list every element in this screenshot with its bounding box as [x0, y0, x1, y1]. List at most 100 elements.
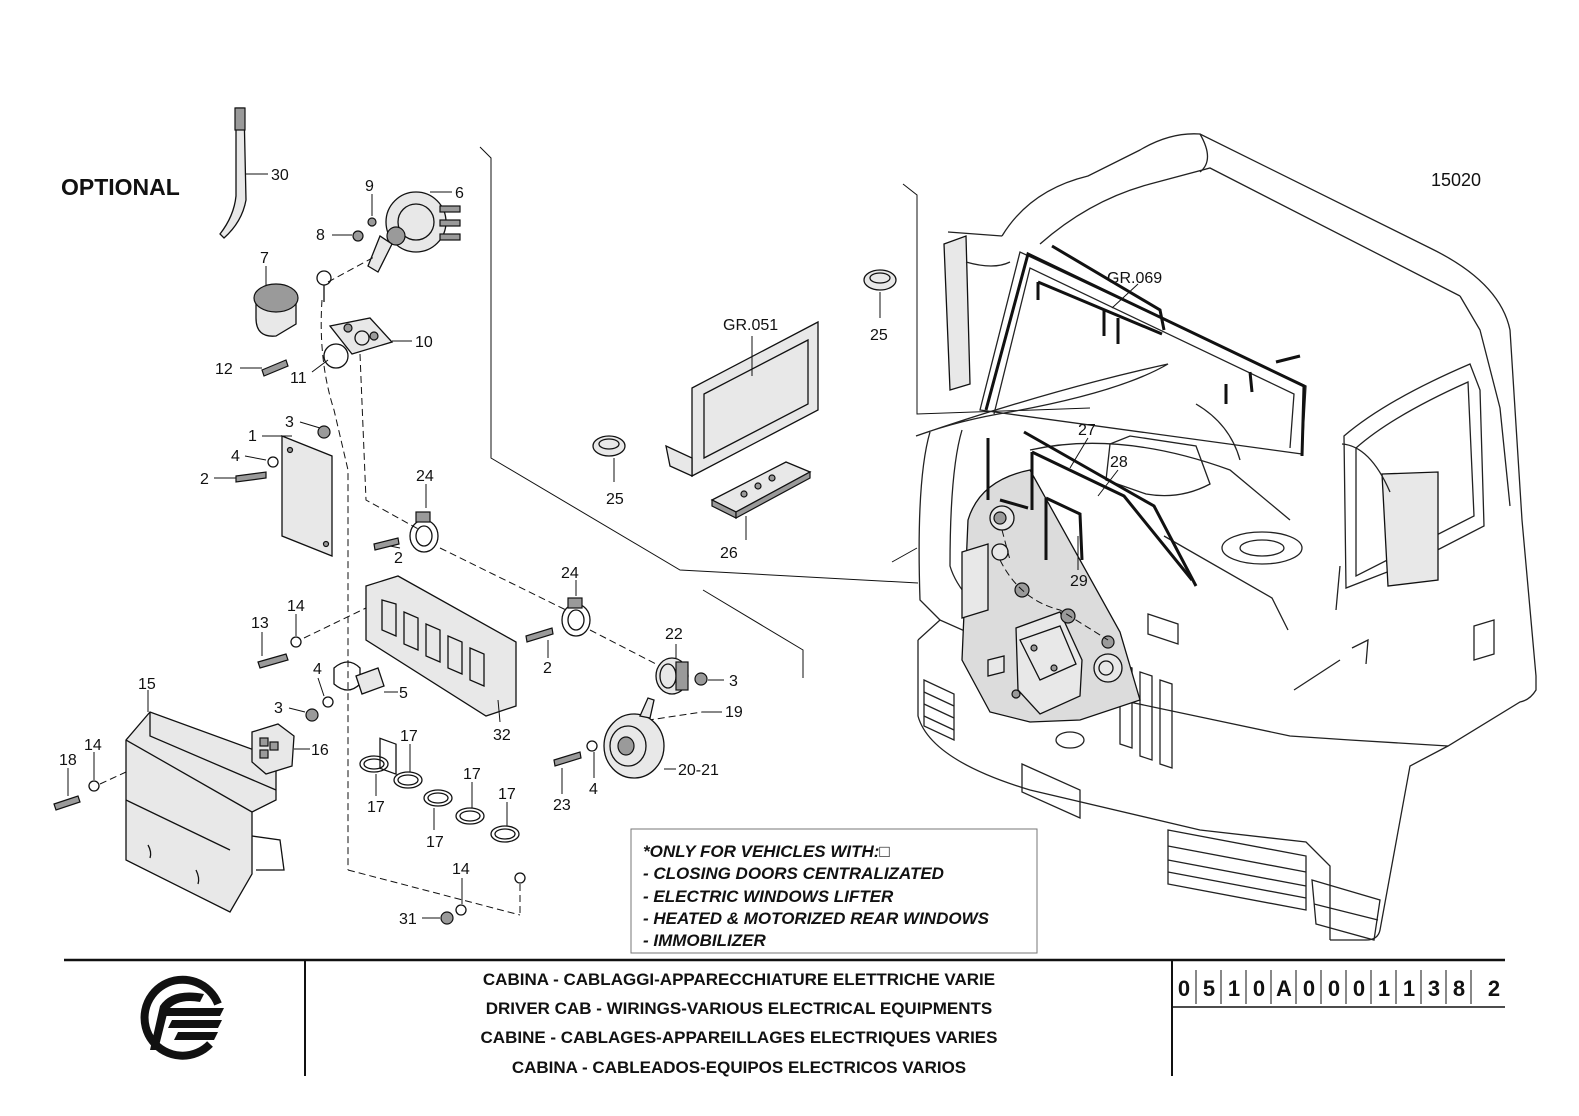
callout-8: 8 — [316, 227, 325, 244]
callout-3b: 3 — [274, 700, 283, 717]
note-item: - IMMOBILIZER — [643, 931, 766, 950]
control-module-plate — [214, 421, 333, 557]
connector-16 — [251, 723, 310, 775]
note-item: - CLOSING DOORS CENTRALIZATED — [643, 864, 944, 883]
callout-29: 29 — [1070, 573, 1088, 590]
callout-17e: 17 — [498, 786, 516, 803]
note-box — [630, 828, 1038, 954]
callout-28: 28 — [1110, 454, 1128, 471]
callout-25b: 25 — [870, 327, 888, 344]
callout-24a: 24 — [416, 468, 434, 485]
optional-label: OPTIONAL — [61, 174, 180, 200]
callout-7: 7 — [260, 250, 269, 267]
connector-22 — [635, 644, 724, 723]
callout-17b: 17 — [400, 728, 418, 745]
part-code-char: 1 — [1378, 976, 1390, 1001]
callout-19: 19 — [725, 704, 743, 721]
callout-4b: 4 — [313, 661, 322, 678]
cable-tie-part — [219, 107, 268, 239]
part-code-char: 0 — [1303, 976, 1315, 1001]
callout-17c: 17 — [426, 834, 444, 851]
company-logo — [140, 975, 224, 1060]
clamp-5 — [288, 661, 398, 722]
callout-2a: 2 — [200, 471, 209, 488]
grommet-25-b — [863, 269, 897, 318]
switch-26 — [710, 461, 812, 540]
callout-27: 27 — [1078, 422, 1096, 439]
callout-31: 31 — [399, 911, 417, 928]
callout-9: 9 — [365, 178, 374, 195]
projection-lines — [479, 146, 1091, 678]
callout-1: 1 — [248, 428, 257, 445]
part-code-char: 0 — [1253, 976, 1265, 1001]
o-rings-17 — [359, 744, 520, 843]
callout-2c: 2 — [543, 660, 552, 677]
nut-31 — [422, 872, 526, 925]
part-code-char: 1 — [1228, 976, 1240, 1001]
callout-13: 13 — [251, 615, 269, 632]
callout-17a: 17 — [367, 799, 385, 816]
part-code-char: 3 — [1428, 976, 1440, 1001]
note-item: - HEATED & MOTORIZED REAR WINDOWS — [643, 909, 990, 928]
callout-4a: 4 — [231, 448, 240, 465]
callout-14a: 14 — [287, 598, 305, 615]
callout-16: 16 — [311, 742, 329, 759]
callout-26: 26 — [720, 545, 738, 562]
callout-22: 22 — [665, 626, 683, 643]
callout-18: 18 — [59, 752, 77, 769]
grommet-25-a — [592, 435, 626, 482]
part-code-char: 0 — [1353, 976, 1365, 1001]
clamp-24-right — [525, 580, 657, 665]
callout-24b: 24 — [561, 565, 579, 582]
part-code-char: A — [1276, 976, 1292, 1001]
part-code: 0 5 1 0 A 0 0 0 1 1 3 8 2 — [1178, 976, 1500, 1001]
part-code-char: 2 — [1488, 976, 1500, 1001]
callout-11: 11 — [290, 370, 307, 387]
part-code-char: 5 — [1203, 976, 1215, 1001]
truck-cab-drawing — [915, 133, 1537, 941]
callout-15: 15 — [138, 676, 156, 693]
title-line-es: CABINA - CABLEADOS-EQUIPOS ELECTRICOS VA… — [512, 1058, 966, 1077]
title-block — [64, 958, 1505, 1076]
part-code-char: 1 — [1403, 976, 1415, 1001]
ecu-15 — [125, 690, 285, 913]
callout-20-21: 20-21 — [678, 762, 719, 779]
title-line-fr: CABINE - CABLAGES-APPAREILLAGES ELECTRIQ… — [481, 1028, 998, 1047]
screw-18 — [53, 752, 127, 811]
screw-13 — [257, 607, 367, 669]
bracket-part — [240, 317, 412, 377]
switch-panel-32 — [365, 575, 517, 776]
horn-20-21 — [553, 697, 676, 794]
knob-part — [253, 266, 299, 337]
note-item: - ELECTRIC WINDOWS LIFTER — [643, 887, 894, 906]
title-line-en: DRIVER CAB - WIRINGS-VARIOUS ELECTRICAL … — [486, 999, 993, 1018]
document-gr051 — [665, 320, 819, 478]
callout-17d: 17 — [463, 766, 481, 783]
callout-2b: 2 — [394, 550, 403, 567]
callout-3c: 3 — [729, 673, 738, 690]
callout-25a: 25 — [606, 491, 624, 508]
part-code-char: 8 — [1453, 976, 1465, 1001]
title-line-it: CABINA - CABLAGGI-APPARECCHIATURE ELETTR… — [483, 970, 995, 989]
callout-14c: 14 — [452, 861, 470, 878]
switch-assembly — [327, 191, 461, 283]
part-code-char: 0 — [1328, 976, 1340, 1001]
gr051-ref: GR.051 — [723, 317, 778, 334]
callout-10: 10 — [415, 334, 433, 351]
callout-23: 23 — [553, 797, 571, 814]
part-code-char: 0 — [1178, 976, 1190, 1001]
callout-5: 5 — [399, 685, 408, 702]
code-cells — [1195, 970, 1472, 1004]
note-heading: *ONLY FOR VEHICLES WITH:□ — [643, 842, 890, 861]
callout-14b: 14 — [84, 737, 102, 754]
callout-32: 32 — [493, 727, 511, 744]
clamp-24-top — [373, 484, 567, 611]
pin-part — [316, 270, 332, 302]
figure-number: 15020 — [1431, 170, 1481, 190]
callout-12: 12 — [215, 361, 233, 378]
callout-6: 6 — [455, 185, 464, 202]
callout-4c: 4 — [589, 781, 598, 798]
callout-3a: 3 — [285, 414, 294, 431]
callout-30: 30 — [271, 167, 289, 184]
